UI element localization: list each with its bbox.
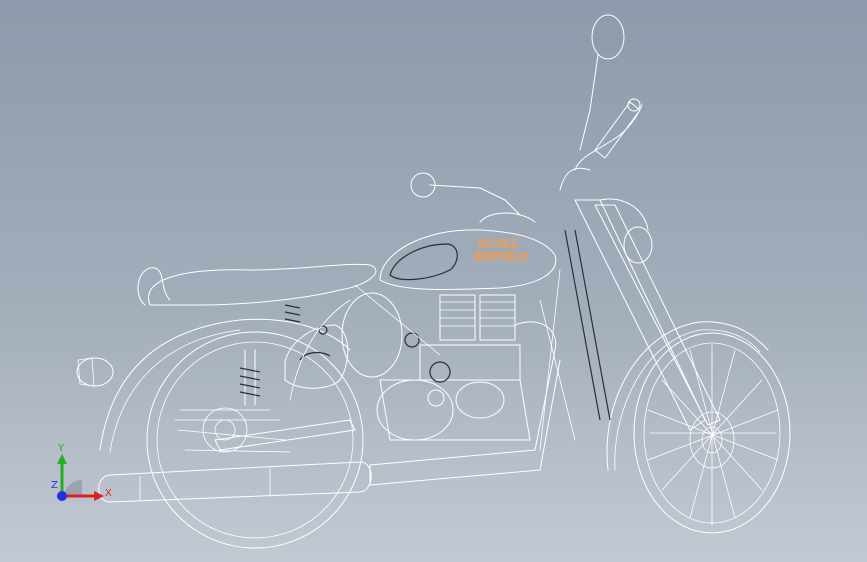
bolt	[318, 325, 328, 335]
z-axis-dot	[57, 491, 67, 501]
tail-light[interactable]	[76, 357, 114, 387]
left-mirror[interactable]	[410, 172, 436, 198]
speedometer[interactable]	[479, 212, 536, 223]
coordinate-triad: Y X Z	[51, 443, 112, 501]
tool-box-cap[interactable]	[429, 361, 451, 383]
tank-brand-line2: ENFIELD	[474, 252, 529, 263]
grip-end	[627, 98, 641, 112]
knee-pad	[389, 243, 458, 281]
front-fender[interactable]	[606, 321, 769, 471]
engine[interactable]	[341, 292, 531, 441]
handle-grip[interactable]	[594, 101, 641, 159]
y-axis-label: Y	[57, 443, 65, 454]
oil-cap[interactable]	[404, 332, 420, 348]
rear-wheel[interactable]	[146, 331, 364, 549]
frame	[289, 269, 576, 451]
front-forks[interactable]	[559, 167, 721, 431]
seat[interactable]	[148, 263, 377, 306]
x-axis-label: X	[105, 488, 112, 499]
left-mirror-stem	[429, 184, 521, 216]
headlamp[interactable]	[623, 226, 653, 264]
grab-rail[interactable]	[137, 267, 171, 306]
chain-guard[interactable]	[214, 419, 356, 451]
seat-spring	[284, 304, 301, 323]
handlebar[interactable]	[574, 104, 643, 171]
fuel-tank[interactable]	[379, 229, 557, 290]
right-mirror[interactable]	[591, 14, 625, 60]
z-axis-label: Z	[51, 480, 58, 491]
right-mirror-stem	[579, 54, 599, 151]
front-wheel[interactable]	[633, 332, 791, 534]
exhaust-pipe[interactable]	[369, 321, 561, 486]
side-panel[interactable]	[284, 324, 349, 389]
triad-rotation-arc	[64, 479, 82, 496]
tank-brand-line1: ROYAL	[478, 239, 519, 250]
muffler[interactable]	[98, 461, 372, 503]
